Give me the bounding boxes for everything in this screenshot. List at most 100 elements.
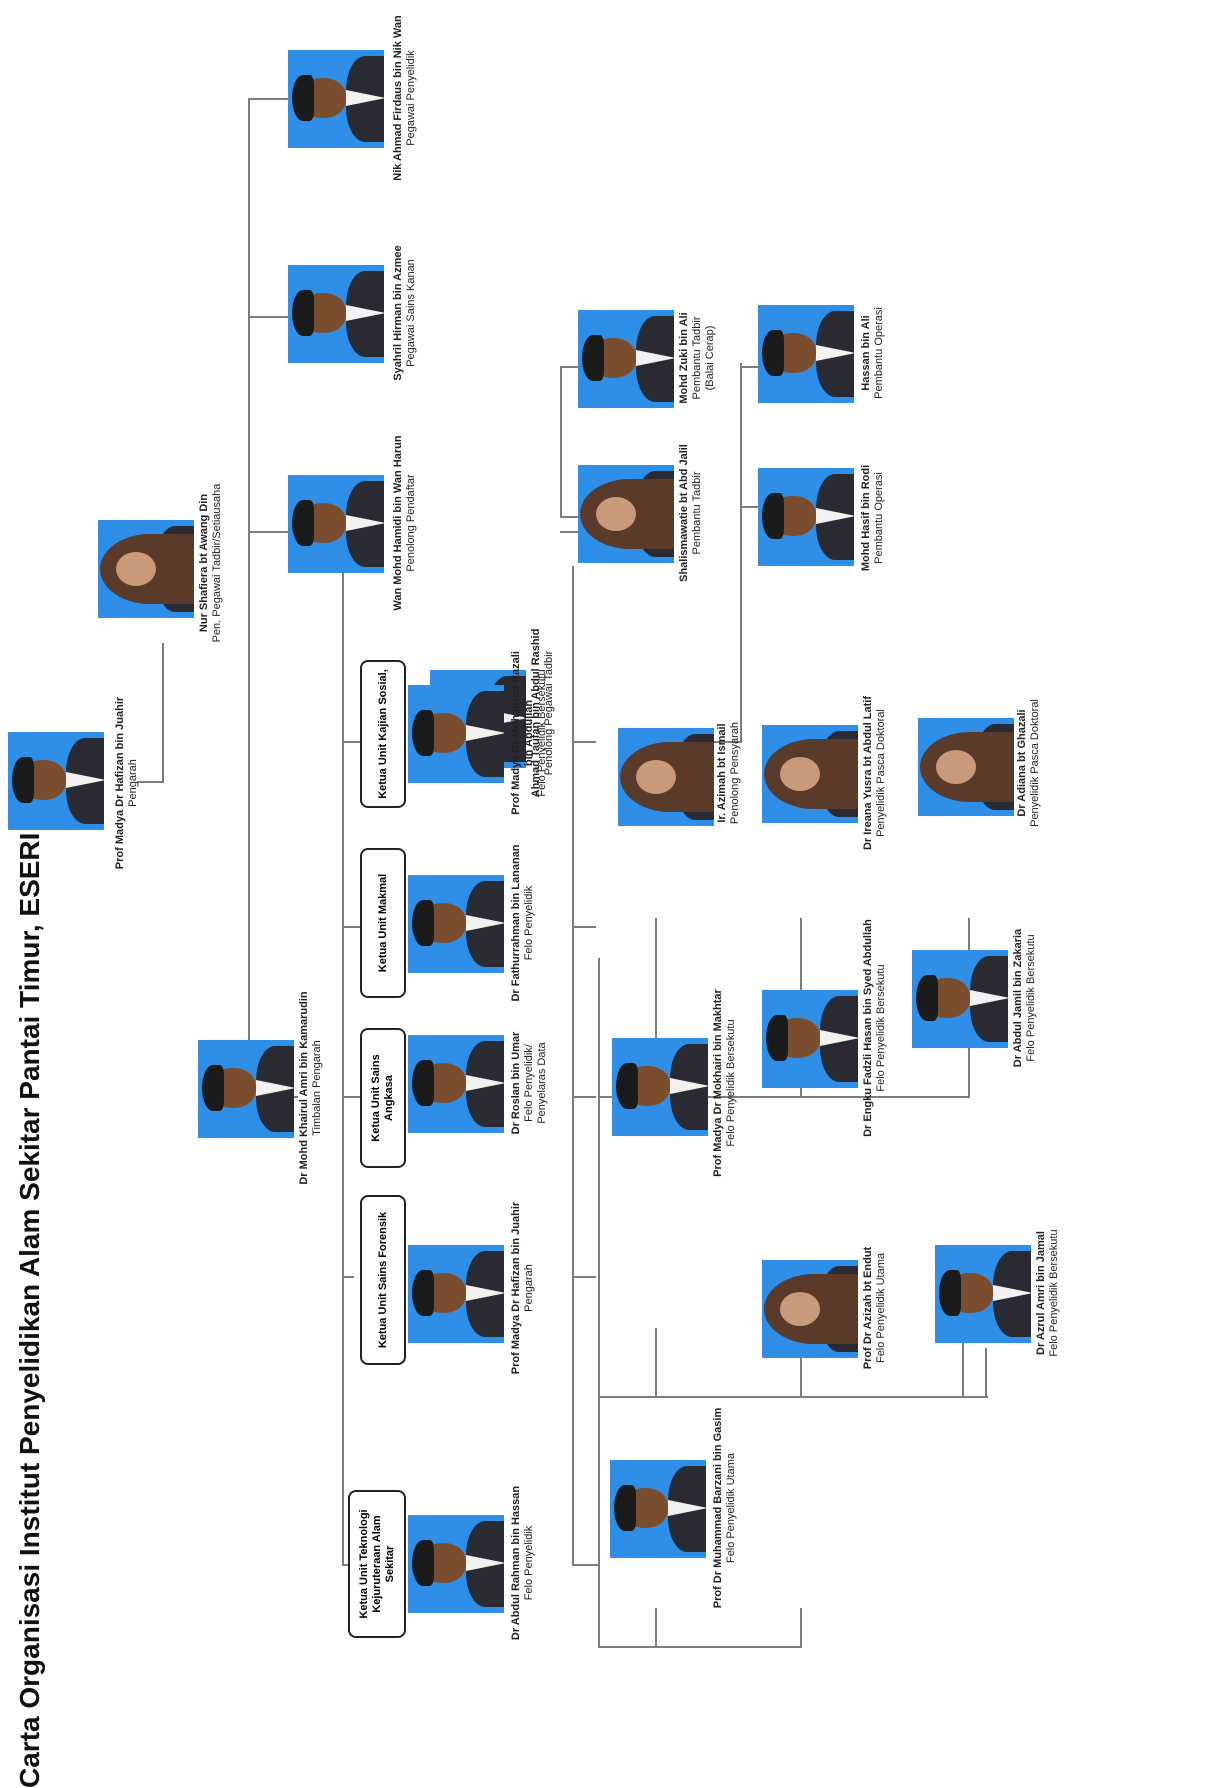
name: Mohd Zuki bin Ali (678, 312, 690, 404)
role: Felo Penyelidik Utama (875, 1252, 887, 1364)
photo-engku (762, 990, 858, 1088)
photo-abdulrahman (408, 1515, 504, 1613)
connector (137, 781, 163, 783)
unit-forensik: Ketua Unit Sains Forensik (360, 1195, 406, 1365)
connector (985, 1348, 987, 1398)
name: Prof Dr Muhammad Barzani bin Gasim (712, 1407, 724, 1609)
photo-fathur (408, 875, 504, 973)
connector (740, 506, 760, 508)
photo-wan (288, 475, 384, 573)
photo-azimah (618, 728, 714, 826)
connector (560, 366, 580, 368)
role: Penyelidik Pasca Doktoral (875, 709, 887, 837)
photo-hassan (758, 305, 854, 403)
name-extra: bin Abdullah (523, 699, 535, 767)
role: Pegawai Sains Kanan (405, 259, 417, 367)
connector (342, 506, 344, 1566)
photo-syahril (288, 265, 384, 363)
connector (572, 1564, 600, 1566)
connector (342, 1276, 354, 1278)
name: Prof Madya Dr Hafizan bin Juahir (510, 1201, 522, 1375)
connector (248, 786, 250, 788)
connector (598, 1646, 800, 1648)
photo-mokhairi (612, 1038, 708, 1136)
role: Felo Penyelidik Utama (725, 1452, 737, 1564)
photo-jamil (912, 950, 1008, 1048)
photo-pengarah (8, 732, 104, 830)
photo-adiana (918, 718, 1014, 816)
chart-title: Carta Organisasi Institut Penyelidikan A… (14, 832, 45, 1788)
name: Prof Madya Dr Mokhairi bin Makhtar (712, 989, 724, 1177)
connector (162, 643, 164, 783)
photo-ireana (762, 725, 858, 823)
role-extra: (Balai Cerap) (704, 325, 716, 391)
photo-roslan (408, 1035, 504, 1133)
role: Pengarah (523, 1264, 535, 1312)
name: Dr Adiana bt Ghazali (1016, 709, 1028, 817)
role: Pengarah (127, 759, 139, 807)
connector (248, 316, 288, 318)
role: Felo Penyelidik Bersekutu (1048, 1229, 1060, 1357)
role: Felo Penyelidik Bersekutu (536, 669, 548, 797)
role: Penyelidik Pasca Doktoral (1029, 699, 1041, 827)
photo-hasif (758, 468, 854, 566)
role: Penolong Pensyarah (729, 721, 741, 825)
photo-timbalan (198, 1040, 294, 1138)
connector (248, 781, 250, 783)
connector (572, 1096, 596, 1098)
role: Pembantu Operasi (873, 307, 885, 399)
connector (560, 516, 580, 518)
connector (572, 566, 574, 1566)
unit-teknologi: Ketua Unit Teknologi Kejuruteraan Alam S… (348, 1490, 406, 1638)
photo-hafizan2 (408, 1245, 504, 1343)
connector (560, 368, 562, 518)
connector (572, 741, 596, 743)
role-extra: Penyelaras Data (536, 1042, 548, 1124)
name: Dr Ireana Yusra bt Abdul Latif (862, 695, 874, 851)
role: Felo Penyelidik Bersekutu (1025, 934, 1037, 1062)
unit-angkasa: Ketua Unit Sains Angkasa (360, 1028, 406, 1168)
photo-azizah (762, 1260, 858, 1358)
photo-nik (288, 50, 384, 148)
role: Felo Penyelidik Bersekutu (725, 1019, 737, 1147)
connector (572, 1276, 596, 1278)
name: Dr Engku Fadzli Hasan bin Syed Abdullah (862, 919, 874, 1137)
name: Hassan bin Ali (860, 315, 872, 391)
name: Dr Abdul Rahman bin Hassan (510, 1485, 522, 1641)
unit-makmal: Ketua Unit Makmal (360, 848, 406, 998)
name: Ir. Azimah bt Ismail (716, 723, 728, 823)
photo-zuki (578, 310, 674, 408)
role: Felo Penyelidik (523, 885, 535, 961)
connector (248, 98, 288, 100)
connector (740, 366, 760, 368)
name: Dr Abdul Jamil bin Zakaria (1012, 928, 1024, 1068)
name: Prof Madya Dr Mohamad Razali (510, 651, 522, 815)
connector (655, 1608, 657, 1648)
connector (248, 98, 250, 1098)
connector (248, 531, 288, 533)
role: Felo Penyelidik Bersekutu (875, 964, 887, 1092)
role: Pembantu Tadbir (691, 316, 703, 400)
connector (598, 958, 600, 1648)
connector (572, 926, 596, 928)
connector (800, 1608, 802, 1648)
name: Nur Shafiera bt Awang Din (198, 493, 210, 633)
role: Felo Penyelidik (523, 1525, 535, 1601)
